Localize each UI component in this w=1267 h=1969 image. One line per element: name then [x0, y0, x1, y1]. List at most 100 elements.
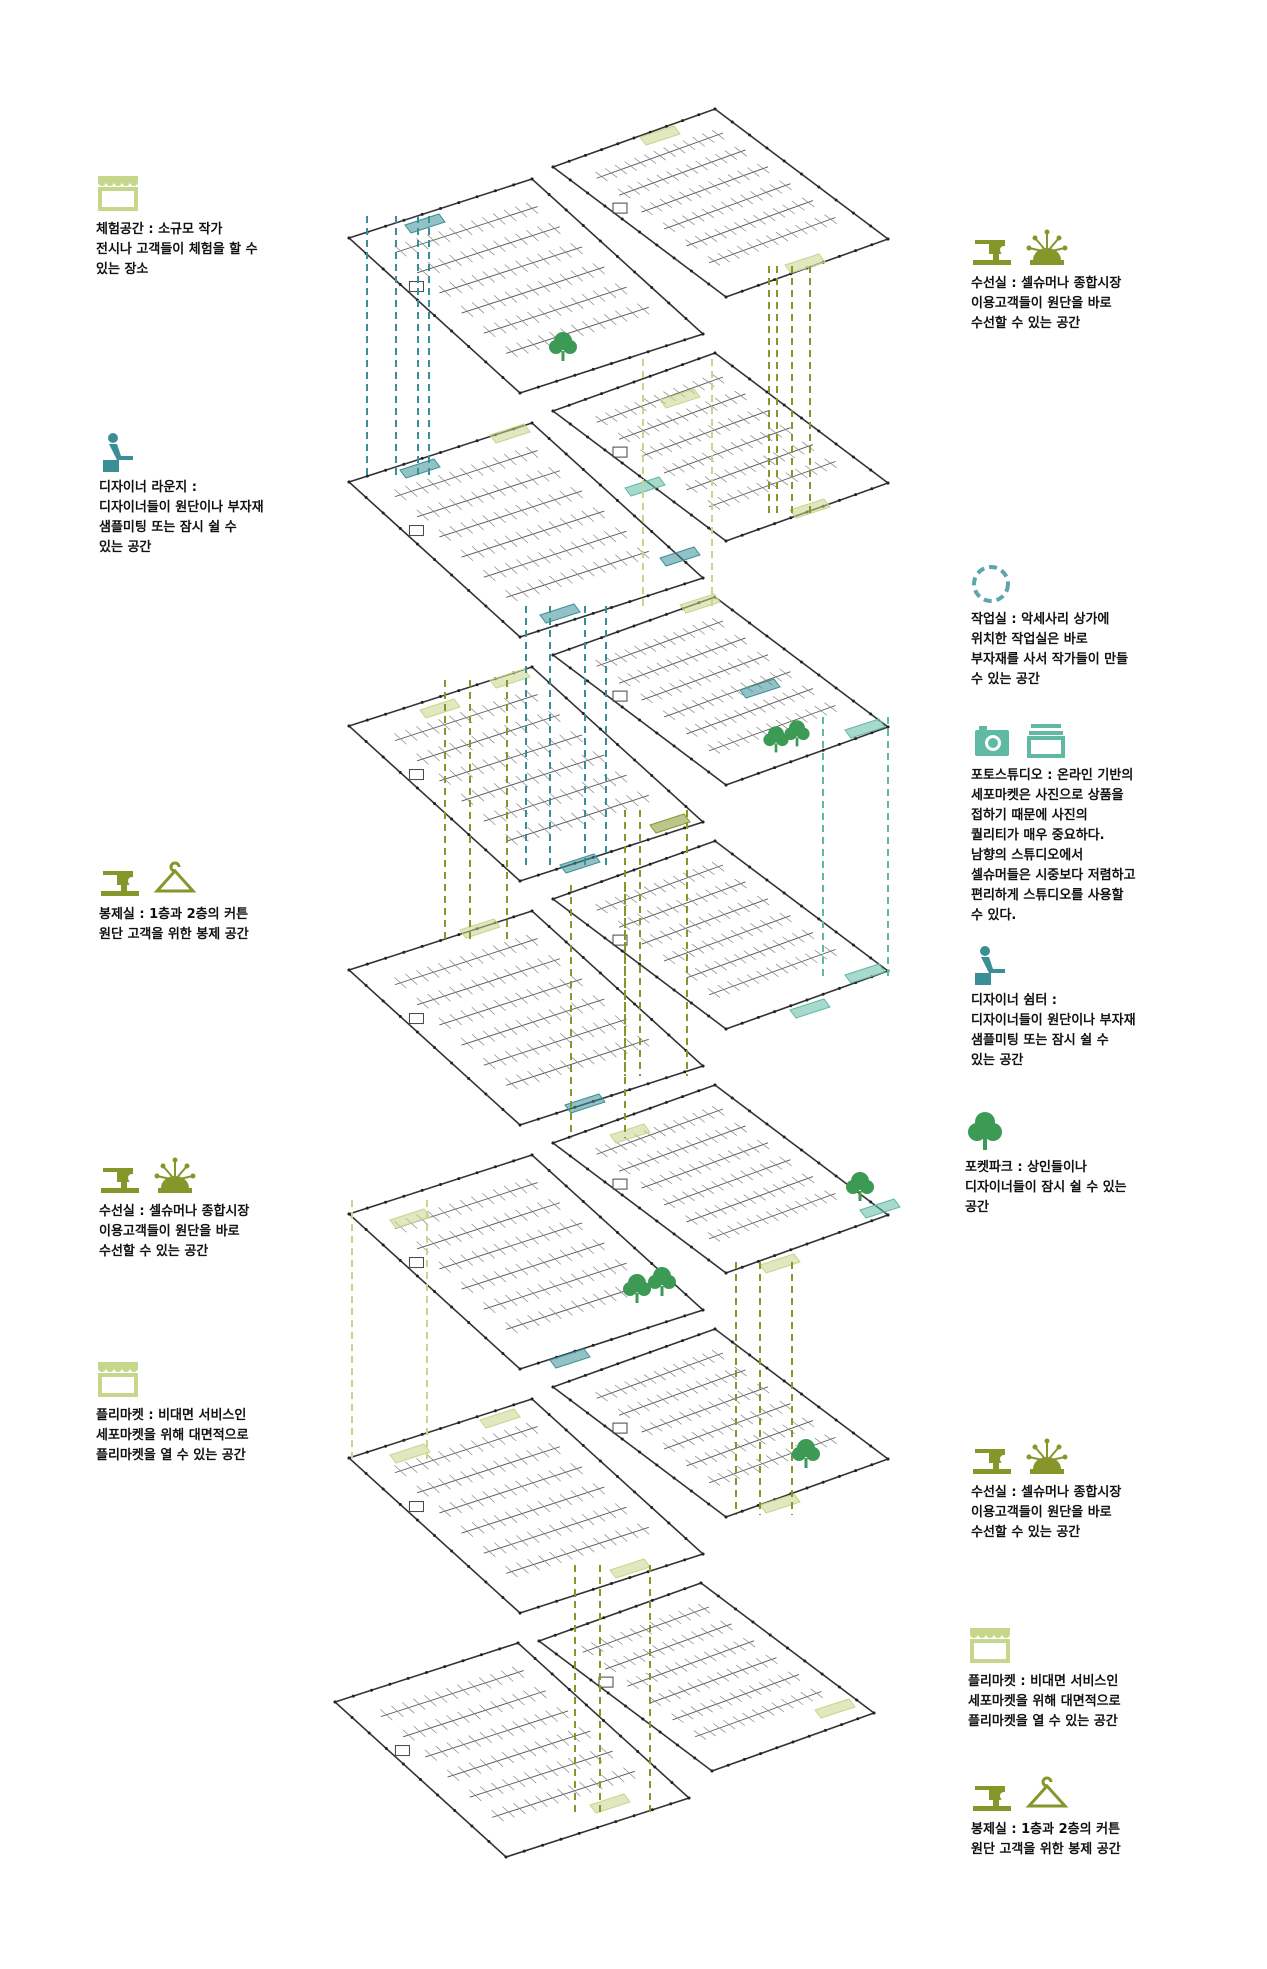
floor-level-5 — [347, 595, 890, 883]
program-area-highlight — [559, 853, 601, 874]
legend-description: 디자이너 라운지 : 디자이너들이 원단이나 부자재 샘플미팅 또는 잠시 쉴 … — [99, 480, 264, 555]
program-area-highlight — [489, 423, 531, 444]
program-area-highlight — [789, 998, 831, 1019]
program-area-highlight — [679, 593, 721, 614]
legend-description: 수선실 : 셀슈머나 종합시장 이용고객들이 원단을 바로 수선할 수 있는 공… — [99, 1204, 250, 1259]
legend-description: 디자이너 쉼터 : 디자이너들이 원단이나 부자재 샘플미팅 또는 잠시 쉴 수… — [971, 993, 1136, 1068]
hanger-icon — [153, 861, 197, 893]
legend-icons — [968, 1622, 1178, 1668]
tree-icon — [846, 1172, 874, 1201]
legend-item: 플리마켓 : 비대면 서비스인 세포마켓을 위해 대면적으로 플리마켓을 열 수… — [96, 1356, 306, 1466]
vertical-connection-dashed — [642, 359, 713, 606]
legend-description: 봉제실 : 1층과 2층의 커튼 원단 고객을 위한 봉제 공간 — [99, 907, 249, 942]
floor-plate-left — [347, 177, 705, 395]
legend-description: 수선실 : 셀슈머나 종합시장 이용고객들이 원단을 바로 수선할 수 있는 공… — [971, 276, 1122, 331]
sewing-machine-icon — [973, 1786, 1011, 1811]
legend-icons — [971, 941, 1181, 987]
legend-icons — [96, 170, 306, 216]
tree-icon — [792, 1439, 820, 1468]
legend-item: 플리마켓 : 비대면 서비스인 세포마켓을 위해 대면적으로 플리마켓을 열 수… — [968, 1622, 1178, 1732]
program-area-highlight — [624, 476, 666, 497]
tree-icon — [623, 1274, 651, 1303]
program-area-highlight — [739, 678, 781, 699]
vertical-connection-dashed — [351, 1200, 428, 1460]
legend-description: 포켓파크 : 상인들이나 디자이너들이 잠시 쉴 수 있는 공간 — [965, 1160, 1127, 1215]
legend-description: 작업실 : 악세사리 상가에 위치한 작업실은 바로 부자재를 사서 작가들이 … — [971, 612, 1129, 687]
program-area-highlight — [844, 718, 886, 739]
pincushion-icon — [154, 1157, 196, 1193]
floor-plate-right — [551, 351, 890, 543]
legend-icons — [99, 855, 309, 901]
program-area-highlight — [814, 1698, 856, 1719]
legend-description: 봉제실 : 1층과 2층의 커튼 원단 고객을 위한 봉제 공간 — [971, 1822, 1121, 1857]
vertical-connection-dashed — [366, 216, 430, 476]
floor-plate-left — [347, 1397, 705, 1615]
tree-icon — [968, 1112, 1002, 1150]
tree-icon — [763, 726, 789, 753]
vertical-connection-dashed — [768, 266, 811, 513]
dashed-circle-icon — [972, 565, 1010, 603]
legend-item: 봉제실 : 1층과 2층의 커튼 원단 고객을 위한 봉제 공간 — [99, 855, 309, 945]
legend-icons — [99, 1152, 309, 1198]
program-area-highlight — [489, 668, 531, 689]
legend-item: 수선실 : 셀슈머나 종합시장 이용고객들이 원단을 바로 수선할 수 있는 공… — [971, 1433, 1181, 1543]
floor-level-1 — [333, 1581, 876, 1859]
program-area-highlight — [859, 1198, 901, 1219]
legend-icons — [965, 1108, 1175, 1154]
legend-item: 체험공간 : 소규모 작가 전시나 고객들이 체험을 할 수 있는 장소 — [96, 170, 306, 280]
floor-plate-right — [551, 1327, 890, 1519]
floor-level-3 — [347, 1083, 890, 1371]
program-area-highlight — [759, 1493, 801, 1514]
legend-description: 포토스튜디오 : 온라인 기반의 세포마켓은 사진으로 상품을 접하기 때문에 … — [971, 768, 1136, 923]
program-area-highlight — [659, 388, 701, 409]
market-stall-icon — [98, 176, 138, 211]
sewing-machine-icon — [101, 1168, 139, 1193]
program-area-highlight — [564, 1093, 606, 1114]
program-area-highlight — [759, 1253, 801, 1274]
legend-icons — [971, 560, 1181, 606]
pincushion-icon — [1026, 1438, 1068, 1474]
legend-description: 플리마켓 : 비대면 서비스인 세포마켓을 위해 대면적으로 플리마켓을 열 수… — [968, 1674, 1121, 1729]
program-area-highlight — [549, 1348, 591, 1369]
floor-level-4 — [347, 839, 890, 1127]
legend-icons — [971, 1770, 1181, 1816]
vertical-connection-dashed — [822, 717, 889, 977]
floor-level-7 — [347, 107, 890, 395]
camera-icon — [975, 726, 1009, 756]
program-area-highlight — [389, 1443, 431, 1464]
floor-plate-right — [551, 839, 890, 1031]
sewing-machine-icon — [101, 871, 139, 896]
vertical-connection-dashed — [444, 680, 508, 940]
program-area-highlight — [659, 546, 701, 567]
legend-item: 포토스튜디오 : 온라인 기반의 세포마켓은 사진으로 상품을 접하기 때문에 … — [971, 716, 1181, 926]
program-area-highlight — [784, 253, 826, 274]
tree-icon — [648, 1267, 676, 1296]
seated-person-icon — [103, 433, 133, 472]
program-area-highlight — [419, 698, 461, 719]
legend-icons — [971, 716, 1181, 762]
legend-item: 포켓파크 : 상인들이나 디자이너들이 잠시 쉴 수 있는 공간 — [965, 1108, 1175, 1218]
legend-icons — [96, 1356, 306, 1402]
legend-item: 디자이너 쉼터 : 디자이너들이 원단이나 부자재 샘플미팅 또는 잠시 쉴 수… — [971, 941, 1181, 1071]
legend-item: 봉제실 : 1층과 2층의 커튼 원단 고객을 위한 봉제 공간 — [971, 1770, 1181, 1860]
vertical-connection-dashed — [735, 1262, 793, 1515]
legend-item: 수선실 : 셀슈머나 종합시장 이용고객들이 원단을 바로 수선할 수 있는 공… — [99, 1152, 309, 1262]
tree-icon — [549, 332, 577, 361]
floor-level-2 — [347, 1327, 890, 1615]
legend-item: 디자이너 라운지 : 디자이너들이 원단이나 부자재 샘플미팅 또는 잠시 쉴 … — [99, 428, 309, 558]
market-stall-icon — [970, 1628, 1010, 1663]
market-stall-icon — [98, 1362, 138, 1397]
hanger-icon — [1025, 1776, 1069, 1808]
program-area-highlight — [609, 1123, 651, 1144]
seated-person-icon — [975, 946, 1005, 985]
sewing-machine-icon — [973, 1449, 1011, 1474]
program-area-highlight — [639, 125, 681, 146]
floor-plate-right — [551, 107, 890, 299]
tree-icon — [784, 720, 810, 747]
floor-plate-left — [347, 421, 705, 639]
program-area-highlight — [649, 813, 691, 834]
legend-description: 플리마켓 : 비대면 서비스인 세포마켓을 위해 대면적으로 플리마켓을 열 수… — [96, 1408, 249, 1463]
vertical-connection-dashed — [570, 885, 626, 1138]
legend-item: 수선실 : 셀슈머나 종합시장 이용고객들이 원단을 바로 수선할 수 있는 공… — [971, 224, 1181, 334]
